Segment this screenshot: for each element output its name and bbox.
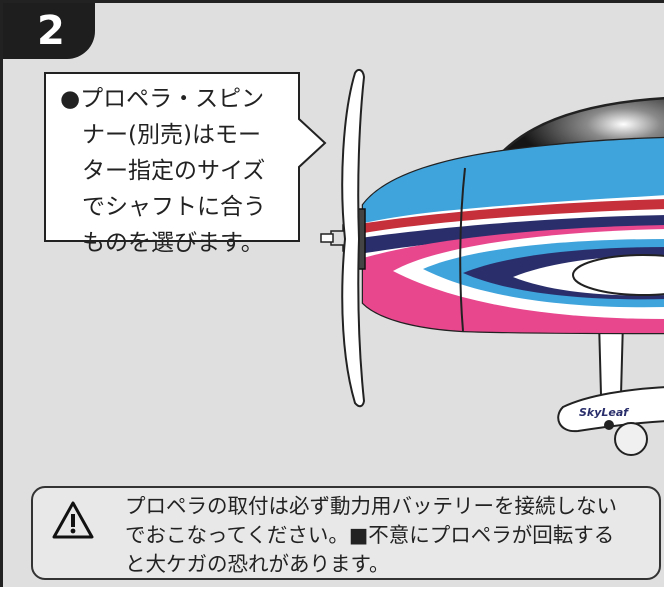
warning-line-3: と大ケガの恐れがあります。 xyxy=(125,552,390,576)
warning-triangle-icon xyxy=(52,501,94,539)
airplane-illustration xyxy=(44,68,664,456)
warning-box: プロペラの取付は必ず動力用バッテリーを接続しない でおこなってください。■不意に… xyxy=(31,486,661,580)
callout-bubble xyxy=(44,72,327,242)
callout-text: ●プロペラ・スピン ナー(別売)はモー ター指定のサイズ でシャフトに合う もの… xyxy=(60,81,300,261)
svg-text:SkyLeaf: SkyLeaf xyxy=(579,406,629,419)
callout-line-4: でシャフトに合う xyxy=(82,194,266,220)
landing-gear xyxy=(557,320,664,456)
warning-line-2: でおこなってください。■不意にプロペラが回転する xyxy=(125,523,615,547)
fuselage xyxy=(361,136,664,335)
step-number-badge: 2 xyxy=(3,3,95,59)
callout-line-2: ナー(別売)はモー xyxy=(82,122,261,148)
bullet-icon: ● xyxy=(60,86,81,112)
callout-line-5: ものを選びます。 xyxy=(82,230,264,256)
warning-text: プロペラの取付は必ず動力用バッテリーを接続しない でおこなってください。■不意に… xyxy=(125,492,655,579)
callout-line-3: ター指定のサイズ xyxy=(82,158,266,184)
callout-line-1: ●プロペラ・スピン xyxy=(60,86,265,112)
skyleaf-logo: SkyLeaf xyxy=(579,406,629,419)
warning-line-1: プロペラの取付は必ず動力用バッテリーを接続しない xyxy=(125,494,617,518)
step-number: 2 xyxy=(37,8,65,54)
propeller xyxy=(341,68,366,408)
